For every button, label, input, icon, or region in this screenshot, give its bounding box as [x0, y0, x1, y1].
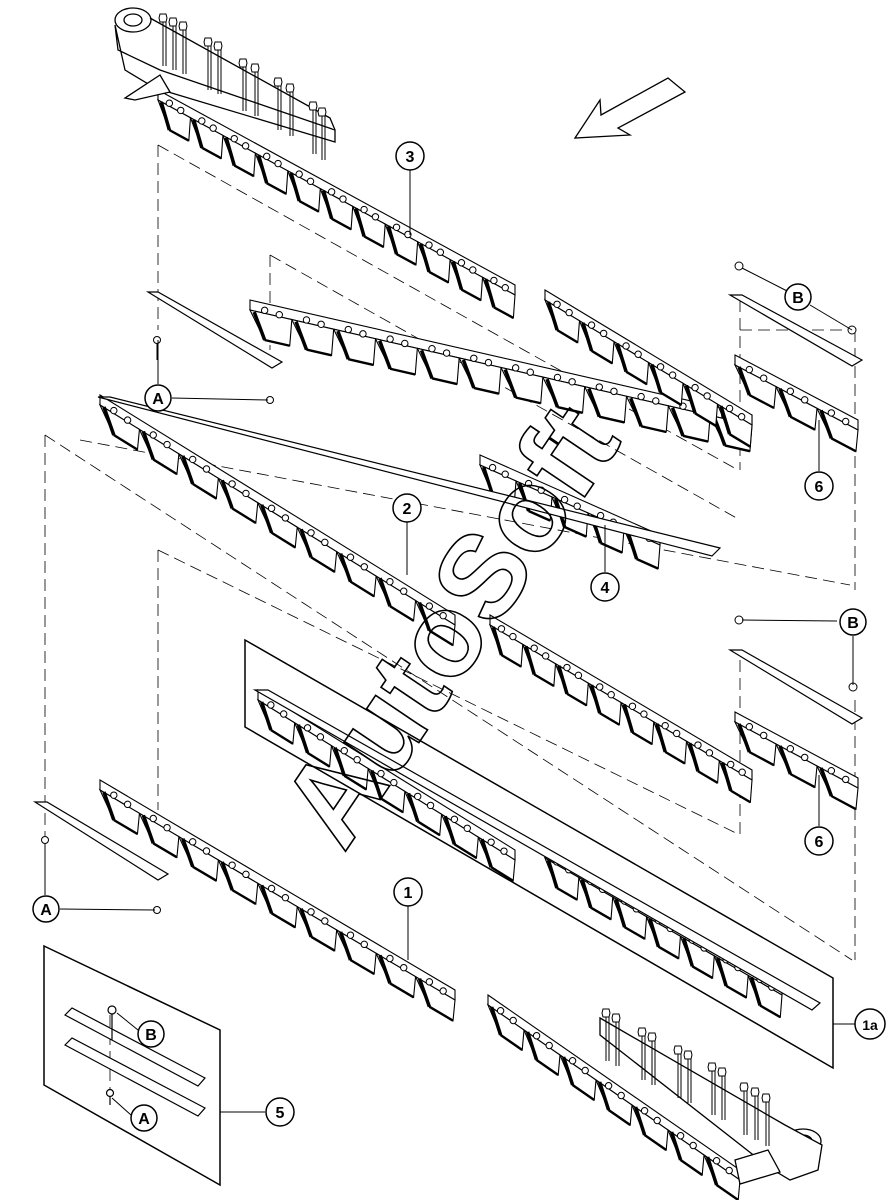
svg-text:A: A — [138, 1111, 150, 1128]
svg-text:B: B — [847, 615, 859, 632]
knife-section-2 — [98, 394, 456, 647]
svg-text:4: 4 — [601, 580, 610, 597]
svg-text:1: 1 — [404, 885, 413, 902]
callout-6-lower: 6 — [804, 826, 834, 856]
knife-section-3 — [156, 89, 516, 319]
knife-sections — [98, 89, 859, 1200]
leader-lines — [44, 170, 855, 1116]
svg-text:3: 3 — [406, 149, 415, 166]
svg-text:B: B — [145, 1027, 157, 1044]
callout-b-kit: B — [137, 1020, 165, 1048]
knife-section-bottom — [486, 993, 741, 1200]
callout-b-middle: B — [839, 608, 867, 636]
knife-section-6-upper — [733, 354, 859, 453]
knife-section-1a-left — [256, 689, 516, 882]
box-1a-outline — [244, 638, 834, 1070]
bolt-row-bottom — [601, 1008, 771, 1146]
callout-4: 4 — [590, 572, 620, 602]
svg-text:A: A — [152, 391, 164, 408]
knife-head-top — [114, 7, 336, 143]
svg-text:2: 2 — [403, 501, 412, 518]
callout-6-upper: 6 — [804, 471, 834, 501]
backing-plate-upper-left — [145, 291, 284, 369]
flat-bar-upper — [97, 396, 722, 557]
backing-plates — [32, 291, 864, 1011]
callout-a-upper: A — [144, 384, 172, 412]
knife-section-1 — [98, 779, 456, 1022]
callout-a-kit: A — [130, 1104, 158, 1132]
nut-b-top — [734, 261, 744, 271]
svg-text:6: 6 — [815, 479, 824, 496]
svg-text:5: 5 — [276, 1105, 285, 1122]
callout-a-lower: A — [32, 895, 60, 923]
knife-section-4-right — [543, 289, 753, 448]
svg-text:A: A — [40, 902, 52, 919]
nut-b-mid-top — [734, 615, 744, 625]
callout-2: 2 — [392, 493, 422, 523]
bolt-a-lower-head — [41, 836, 49, 844]
callout-1: 1 — [393, 877, 423, 907]
backing-plate-right-2 — [727, 649, 864, 725]
knife-section-right-middle — [488, 614, 753, 804]
box-5-outline — [43, 944, 221, 1187]
svg-text:6: 6 — [815, 834, 824, 851]
backing-plate-lower-left — [32, 801, 170, 881]
callout-5: 5 — [265, 1097, 295, 1127]
kit-5-bars — [64, 1005, 206, 1117]
direction-arrow — [573, 77, 687, 139]
backing-plate-right-1 — [727, 294, 864, 367]
callout-1a: 1a — [854, 1008, 886, 1040]
bolt-row-top — [158, 13, 327, 160]
svg-text:1a: 1a — [862, 1017, 878, 1033]
bolt-a-head — [153, 336, 161, 344]
callout-b-upper: B — [784, 283, 812, 311]
flat-bar-middle — [252, 689, 822, 1011]
callout-3: 3 — [395, 141, 425, 171]
svg-text:B: B — [792, 290, 804, 307]
fasteners — [41, 261, 858, 914]
knife-section-6-lower — [733, 711, 859, 811]
